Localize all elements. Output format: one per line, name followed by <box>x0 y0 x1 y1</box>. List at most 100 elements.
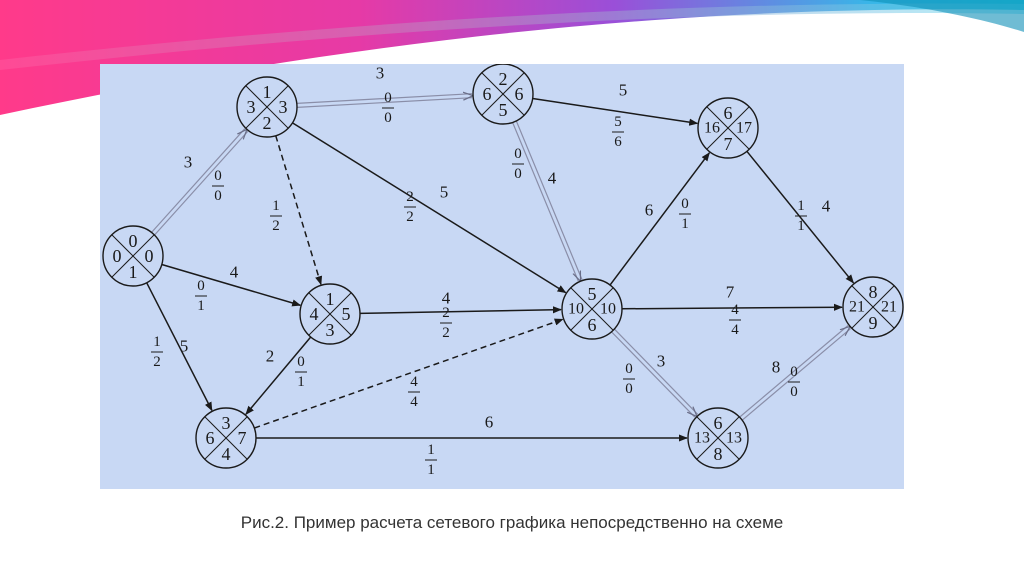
node-early-time: 21 <box>849 299 865 316</box>
event-node-n6: 5 610 10 <box>561 278 623 340</box>
reserve-numerator: 1 <box>427 442 435 458</box>
reserve-numerator: 0 <box>384 90 392 106</box>
figure-caption: Рис.2. Пример расчета сетевого графика н… <box>240 513 784 532</box>
arrow-n1-n4 <box>145 282 213 412</box>
reserve-denominator: 2 <box>272 218 280 234</box>
reserve-denominator: 0 <box>514 166 522 182</box>
edge-duration: 6 <box>645 201 654 220</box>
edge-reserve-fraction: 44 <box>408 374 420 410</box>
reserve-denominator: 0 <box>384 110 392 126</box>
edge-duration: 4 <box>548 169 557 188</box>
reserve-denominator: 4 <box>410 394 418 410</box>
decorative-header-swoosh <box>0 0 1024 115</box>
arrow-n8-n9 <box>739 325 851 421</box>
edge-reserve-fraction: 11 <box>425 442 437 478</box>
edge-duration: 4 <box>230 263 239 282</box>
arrow-n6-n8 <box>611 328 699 417</box>
edge-duration: 4 <box>442 289 451 308</box>
node-number: 5 <box>588 284 597 304</box>
edge-duration: 2 <box>266 347 275 366</box>
edge-reserve-fraction: 22 <box>404 189 416 225</box>
reserve-numerator: 0 <box>514 146 522 162</box>
node-predecessor: 6 <box>588 315 597 335</box>
reserve-numerator: 5 <box>614 114 622 130</box>
node-predecessor: 4 <box>222 444 231 464</box>
node-predecessor: 3 <box>326 320 335 340</box>
edge-reserve-fraction: 01 <box>295 354 307 390</box>
reserve-numerator: 0 <box>197 278 205 294</box>
node-number: 6 <box>714 413 723 433</box>
edge-reserve-fraction: 00 <box>382 90 394 126</box>
node-number: 6 <box>724 103 733 123</box>
node-late-time: 21 <box>881 299 897 316</box>
node-number: 8 <box>869 282 878 302</box>
edge-reserve-fraction: 01 <box>195 278 207 314</box>
node-early-time: 0 <box>113 246 122 266</box>
node-early-time: 6 <box>483 84 492 104</box>
node-early-time: 6 <box>206 428 215 448</box>
arrow-n3-n6 <box>359 306 562 315</box>
node-number: 1 <box>326 289 335 309</box>
edge-duration: 3 <box>376 64 385 83</box>
reserve-denominator: 2 <box>153 354 161 370</box>
reserve-denominator: 1 <box>427 462 435 478</box>
reserve-denominator: 1 <box>297 374 305 390</box>
node-early-time: 16 <box>704 120 720 137</box>
node-number: 1 <box>263 82 272 102</box>
edge-reserve-fraction: 00 <box>623 361 635 397</box>
arrow-n1-n2 <box>151 129 249 236</box>
edge-duration: 3 <box>657 352 666 371</box>
reserve-denominator: 2 <box>442 325 450 341</box>
reserve-numerator: 1 <box>272 198 280 214</box>
node-late-time: 7 <box>238 428 247 448</box>
edge-reserve-fraction: 44 <box>729 302 741 338</box>
arrow-n4-n6 <box>254 318 564 429</box>
edge-reserve-fraction: 12 <box>270 198 282 234</box>
edge-duration: 5 <box>619 81 628 100</box>
node-late-time: 17 <box>736 120 752 137</box>
edge-reserve-fraction: 11 <box>795 198 807 234</box>
arrow-n1-n3 <box>161 263 302 307</box>
edge-duration: 5 <box>440 183 449 202</box>
node-number: 3 <box>222 413 231 433</box>
arrow-n5-n6 <box>512 120 583 281</box>
edge-reserve-fraction: 12 <box>151 334 163 370</box>
node-predecessor: 1 <box>129 262 138 282</box>
node-early-time: 4 <box>310 304 319 324</box>
arrow-n2-n6 <box>292 122 567 294</box>
edge-reserve-fraction: 00 <box>788 364 800 400</box>
node-predecessor: 8 <box>714 444 723 464</box>
node-early-time: 13 <box>694 430 710 447</box>
node-late-time: 5 <box>342 304 351 324</box>
edge-reserve-fraction: 22 <box>440 305 452 341</box>
arrow-n5-n7 <box>532 97 699 126</box>
node-late-time: 3 <box>279 97 288 117</box>
edge-duration: 4 <box>822 197 831 216</box>
reserve-denominator: 6 <box>614 134 622 150</box>
edge-reserve-fraction: 01 <box>679 196 691 232</box>
reserve-numerator: 0 <box>681 196 689 212</box>
arrow-n2-n5 <box>296 94 472 108</box>
reserve-numerator: 4 <box>731 302 739 318</box>
reserve-numerator: 2 <box>442 305 450 321</box>
node-late-time: 10 <box>600 301 616 318</box>
node-number: 2 <box>499 69 508 89</box>
edge-duration: 6 <box>485 413 494 432</box>
edge-duration: 8 <box>772 358 781 377</box>
node-late-time: 0 <box>145 246 154 266</box>
reserve-denominator: 4 <box>731 322 739 338</box>
reserve-numerator: 4 <box>410 374 418 390</box>
reserve-numerator: 0 <box>625 361 633 377</box>
arrow-n6-n7 <box>609 152 710 286</box>
node-early-time: 10 <box>568 301 584 318</box>
reserve-denominator: 0 <box>625 381 633 397</box>
node-predecessor: 7 <box>724 134 733 154</box>
event-node-n3: 1 34 5 <box>299 283 361 345</box>
node-early-time: 3 <box>247 97 256 117</box>
event-node-n4: 3 46 7 <box>195 407 257 469</box>
arrow-n7-n9 <box>746 150 855 284</box>
